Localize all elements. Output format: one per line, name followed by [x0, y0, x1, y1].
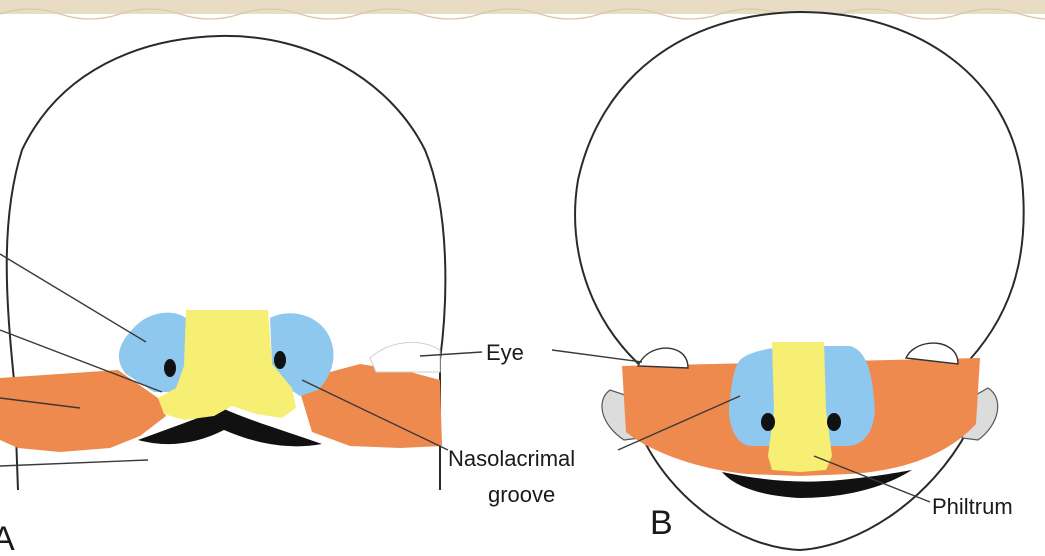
nasolacrimal-label-line2: groove	[488, 482, 555, 507]
panel-b-nostril-left	[761, 413, 775, 431]
panel-b-face	[575, 12, 1024, 550]
panel-a-face	[0, 36, 445, 490]
panel-a-nostril-left	[164, 359, 176, 377]
panel-a-letter: A	[0, 520, 15, 556]
decorative-top-band	[0, 0, 1045, 19]
nasolacrimal-label-line1: Nasolacrimal	[448, 446, 575, 471]
eye-label: Eye	[486, 340, 524, 365]
panel-b-nostril-right	[827, 413, 841, 431]
panel-b-letter: B	[650, 504, 673, 542]
panel-b-medial-nasal	[768, 342, 832, 472]
philtrum-label: Philtrum	[932, 494, 1013, 519]
panel-a-nostril-right	[274, 351, 286, 369]
